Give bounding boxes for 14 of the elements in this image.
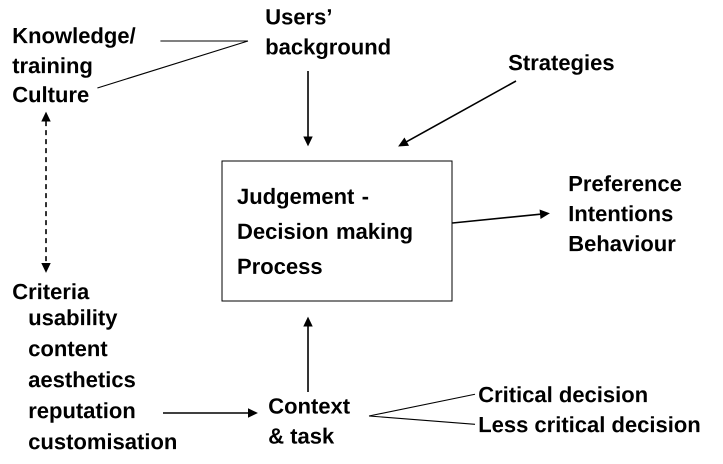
- connector-line: [368, 415, 476, 425]
- text-label: Knowledge/ training: [12, 27, 136, 78]
- text-label: Criteria usability content aesthetics reputation customisation: [13, 283, 176, 450]
- text-label: Context & task: [269, 398, 350, 444]
- text-label: Culture: [13, 86, 88, 102]
- connector-line: [368, 394, 476, 417]
- text-label: Users’ background: [266, 9, 390, 59]
- text-label: Critical decision: [479, 386, 647, 402]
- connector-line: [160, 40, 248, 42]
- process-box: Judgement - Decision making Process: [222, 160, 452, 302]
- text-label: Strategies: [508, 54, 614, 75]
- text-label: Preference Intentions Behaviour: [570, 175, 682, 252]
- text-label: Less critical decision: [480, 416, 700, 432]
- connector-line: [97, 40, 248, 89]
